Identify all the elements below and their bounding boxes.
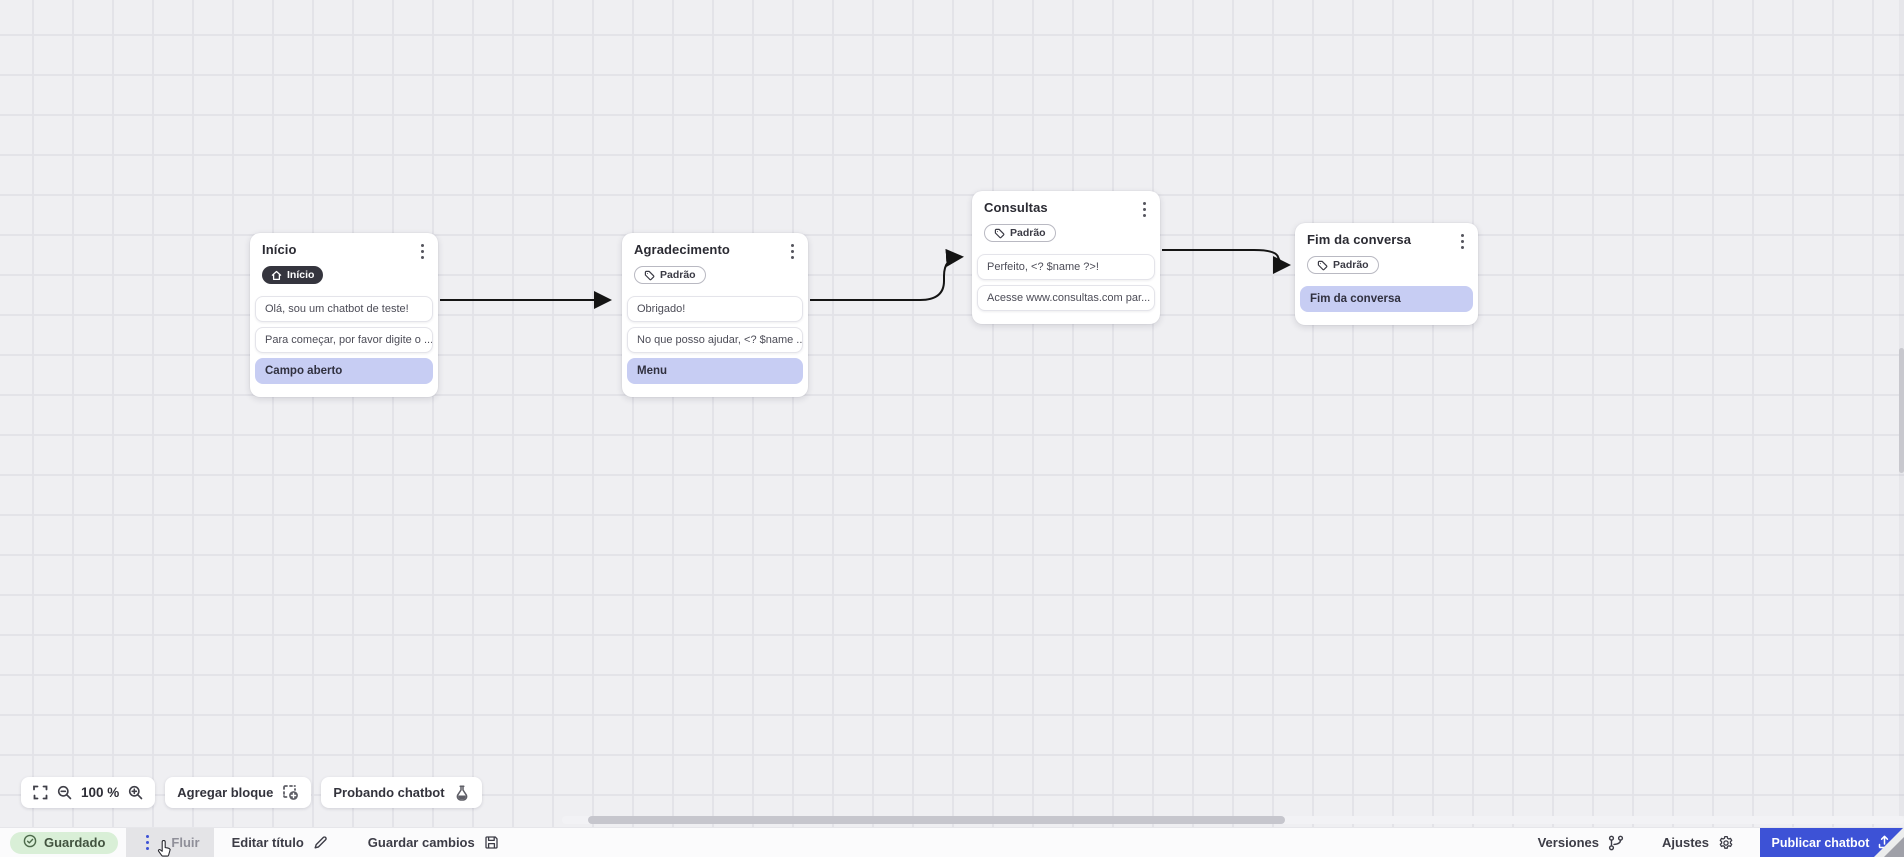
tag-icon [994,228,1005,239]
node-badge: Padrão [634,266,706,284]
node-row[interactable]: Obrigado! [627,295,803,322]
check-circle-icon [23,834,37,851]
zoom-out-icon[interactable] [57,785,72,800]
pencil-icon [313,835,328,850]
flow-tab-fluir[interactable]: Fluir [126,828,214,857]
node-row[interactable]: Menu [627,357,803,384]
corner-fold-shadow [1884,837,1904,857]
badge-label: Padrão [1333,259,1369,271]
add-block-label: Agregar bloque [177,785,274,800]
publish-label: Publicar chatbot [1771,835,1870,850]
node-row[interactable]: Perfeito, <? $name ?>! [977,253,1155,280]
versions-button[interactable]: Versiones [1538,835,1624,851]
kebab-menu-icon[interactable] [417,242,428,261]
kebab-menu-icon[interactable] [787,242,798,261]
node-title: Fim da conversa [1307,232,1412,247]
zoom-level: 100 % [81,785,120,800]
badge-label: Padrão [660,269,696,281]
node-row[interactable]: Campo aberto [255,357,433,384]
tag-icon [644,270,655,281]
settings-label: Ajustes [1662,835,1709,850]
tag-icon [1317,260,1328,271]
connection-arrows [440,248,1291,309]
status-bar: Guardado Fluir Editar título Guardar cam… [0,827,1904,857]
connection-consultas-to-fim-da-conversa [1162,249,1291,274]
vertical-scrollbar-thumb[interactable] [1899,348,1904,473]
edit-title-label: Editar título [231,835,304,850]
home-icon [271,270,282,281]
node-title: Consultas [984,200,1048,215]
node-row[interactable]: Olá, sou um chatbot de teste! [255,295,433,322]
node-badge: Padrão [1307,256,1379,274]
mouse-cursor-hand [157,840,172,857]
save-changes-button[interactable]: Guardar cambios [368,835,499,850]
add-block-button[interactable]: Agregar bloque [165,777,312,808]
canvas-toolbar: 100 % Agregar bloque [21,777,482,808]
connection-agradecimento-to-consultas [810,248,964,301]
save-changes-label: Guardar cambios [367,835,475,850]
node-row[interactable]: Acesse www.consultas.com par... [977,284,1155,311]
horizontal-scrollbar[interactable] [562,816,1904,824]
node-title: Agradecimento [634,242,730,257]
node-row[interactable]: Para começar, por favor digite o ... [255,326,433,353]
node-badge: Padrão [984,224,1056,242]
saved-label: Guardado [44,835,106,850]
kebab-menu-icon[interactable] [1139,200,1150,219]
badge-label: Início [287,269,315,281]
edit-title-button[interactable]: Editar título [232,835,328,850]
node-row[interactable]: Fim da conversa [1300,285,1473,312]
test-chatbot-button[interactable]: Probando chatbot [321,777,482,808]
status-bar-right: Versiones Ajustes Publ [1538,827,1904,857]
flow-menu-icon[interactable] [142,833,153,852]
branch-icon [1608,835,1624,851]
flask-icon [454,784,470,801]
zoom-in-icon[interactable] [128,785,143,800]
node-badge: Início [262,266,324,284]
horizontal-scrollbar-thumb[interactable] [588,816,1285,824]
add-block-icon [282,784,299,801]
test-chatbot-label: Probando chatbot [333,785,445,800]
versions-label: Versiones [1537,835,1600,850]
badge-label: Padrão [1010,227,1046,239]
save-icon [484,835,499,850]
fit-screen-icon[interactable] [33,785,48,800]
saved-status-badge: Guardado [10,831,119,854]
settings-button[interactable]: Ajustes [1662,835,1734,851]
gear-icon [1718,835,1734,851]
zoom-controls: 100 % [21,777,156,808]
node-row[interactable]: No que posso ajudar, <? $name ... [627,326,803,353]
node-title: Início [262,242,297,257]
kebab-menu-icon[interactable] [1457,232,1468,251]
flow-tab-label: Fluir [171,835,200,850]
